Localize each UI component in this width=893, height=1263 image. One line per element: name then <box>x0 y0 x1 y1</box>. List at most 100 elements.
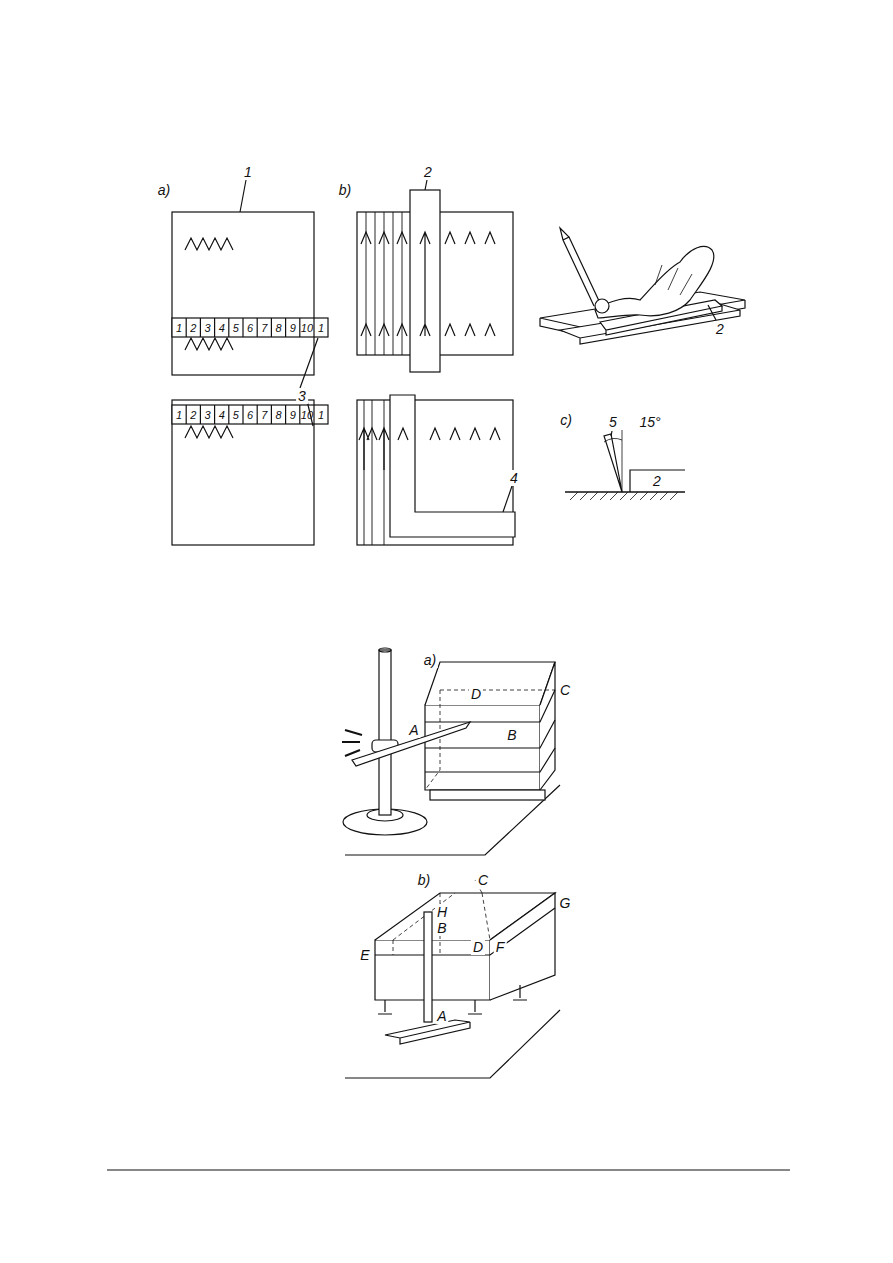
square-base <box>385 1020 470 1044</box>
ruler-strip <box>172 405 328 424</box>
ruler-number: 6 <box>246 322 254 333</box>
ruler-division <box>200 405 201 424</box>
scribed-lines <box>375 908 555 955</box>
ruler-division <box>242 405 243 424</box>
ruler-division <box>285 318 286 337</box>
fingers <box>655 265 692 295</box>
ruler-division <box>186 318 187 337</box>
hidden-lines <box>475 880 490 940</box>
ruler-number: 1 <box>175 322 183 333</box>
ruler-division <box>271 405 272 424</box>
ruler-number: 4 <box>218 322 226 333</box>
square <box>390 395 515 537</box>
point-label: A <box>435 1008 448 1024</box>
leader-line <box>300 338 318 426</box>
ruler-division <box>299 318 300 337</box>
block-top <box>425 662 555 705</box>
grain-marks <box>185 426 233 438</box>
ruler-number: 1 <box>317 409 325 420</box>
ruler-number: 5 <box>232 409 240 420</box>
callout-number: 5 <box>607 414 619 430</box>
ruler-body <box>172 318 328 337</box>
ruler-number: 9 <box>289 322 297 333</box>
straightedge-edge <box>630 470 685 492</box>
ruler-number: 10 <box>300 322 314 333</box>
ruler-number: 6 <box>246 409 254 420</box>
angle-arc <box>604 438 622 442</box>
hand <box>595 246 714 318</box>
ruler-number: 7 <box>260 322 268 333</box>
ruler-division <box>313 318 314 337</box>
point-label: B <box>435 920 448 936</box>
ruler-division <box>200 318 201 337</box>
leader-line <box>708 305 716 320</box>
ruler-division <box>299 405 300 424</box>
point-label: E <box>358 947 371 963</box>
ruler-division <box>186 405 187 424</box>
reference-line <box>622 430 623 492</box>
scriber-arm <box>352 722 470 766</box>
grain-marks <box>359 428 500 470</box>
part-label: a) <box>422 652 438 668</box>
part-label: b) <box>416 872 432 888</box>
angle-dimension: 15° <box>637 414 662 430</box>
sheet <box>172 212 314 375</box>
ruler-number: 8 <box>274 322 282 333</box>
ruler-number: 5 <box>232 322 240 333</box>
ruler-number: 4 <box>218 409 226 420</box>
floor <box>345 785 560 855</box>
ruler-division <box>242 318 243 337</box>
ruler-division <box>228 318 229 337</box>
part-label: a) <box>156 182 172 198</box>
block-side <box>540 662 555 790</box>
block-base <box>430 790 545 800</box>
callout-number: 4 <box>508 470 520 486</box>
ruler-body <box>172 405 328 424</box>
marking-lines <box>364 400 384 545</box>
point-label: D <box>471 939 485 955</box>
grain-marks <box>185 338 233 350</box>
ruler-number: 2 <box>189 409 197 420</box>
ruler-number: 8 <box>274 409 282 420</box>
ruler-number: 2 <box>189 322 197 333</box>
leader-line <box>503 486 512 512</box>
grain-marks <box>185 238 233 250</box>
ruler-strip <box>172 318 328 337</box>
ruler-division <box>271 318 272 337</box>
callout-number: 3 <box>296 388 308 404</box>
grain-marks <box>420 232 430 336</box>
ruler-division <box>285 405 286 424</box>
hidden-lines <box>425 690 555 790</box>
ruler-division <box>228 405 229 424</box>
ruler-division <box>214 405 215 424</box>
stand-column <box>379 650 391 815</box>
hatching <box>570 492 678 500</box>
point-label: F <box>494 939 507 955</box>
point-label: B <box>505 727 518 743</box>
point-label: C <box>558 682 572 698</box>
ruler-division <box>214 318 215 337</box>
leader-line <box>425 180 427 190</box>
ruler-number: 7 <box>260 409 268 420</box>
scriber <box>560 228 600 306</box>
scriber <box>604 434 622 492</box>
ruler-number: 3 <box>203 409 211 420</box>
ruler-division <box>257 318 258 337</box>
point-label: C <box>476 872 490 888</box>
ruler-number: 9 <box>289 409 297 420</box>
point-label: D <box>469 686 483 702</box>
footer-rule <box>107 1169 790 1170</box>
point-label: G <box>558 895 573 911</box>
point-label: A <box>407 722 420 738</box>
callout-number: 2 <box>651 473 663 489</box>
ruler-division <box>257 405 258 424</box>
ruler-number: 3 <box>203 322 211 333</box>
ruler-number: 1 <box>175 409 183 420</box>
ruler-division <box>313 405 314 424</box>
callout-number: 2 <box>714 321 726 337</box>
leader-line <box>240 180 246 212</box>
floor <box>345 1010 560 1078</box>
leader-line <box>611 431 612 436</box>
callout-number: 2 <box>422 164 434 180</box>
